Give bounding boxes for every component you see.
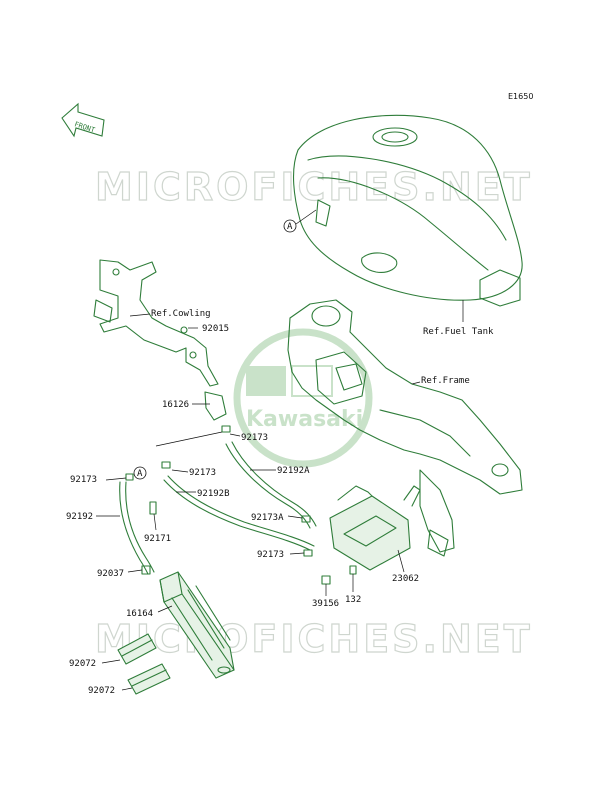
label-92173-left: 92173	[70, 475, 97, 485]
cap-39156-part	[321, 575, 331, 585]
clip-92173a-part	[301, 515, 311, 523]
label-92171: 92171	[144, 534, 171, 544]
clip-92171-part	[149, 501, 157, 515]
front-arrow-icon: FRONT	[61, 102, 105, 138]
clip-92173-low-part	[303, 549, 313, 557]
label-92173a: 92173A	[251, 513, 284, 523]
logo-text: Kawasaki	[246, 407, 363, 432]
hose-92192-part	[119, 481, 149, 575]
ref-frame: Ref.Frame	[421, 376, 470, 386]
canister-16164-part	[159, 571, 235, 679]
callout-marker-top	[283, 219, 297, 233]
label-92192b: 92192B	[197, 489, 230, 499]
callout-marker-bottom-label: A	[137, 469, 143, 479]
ref-cowling: Ref.Cowling	[151, 309, 211, 319]
clip-92173-mid-part	[161, 461, 171, 469]
label-92192a: 92192A	[277, 466, 310, 476]
cowling-bracket-part	[93, 259, 227, 421]
clip-92173-left-part	[125, 473, 134, 481]
hose-92192b-part	[163, 479, 311, 551]
leader-cowling	[129, 313, 151, 317]
valve-23062-part	[329, 485, 421, 571]
hose-92192a-part	[225, 443, 311, 529]
label-92015: 92015	[202, 324, 229, 334]
kawasaki-logo: Kawasaki	[233, 328, 373, 468]
leader-callout-a-top	[295, 209, 317, 225]
label-92072-a: 92072	[69, 659, 96, 669]
label-16126: 16126	[162, 400, 189, 410]
callout-marker-top-label: A	[287, 222, 293, 232]
label-92173-mid: 92173	[189, 468, 216, 478]
fuel-tank-part	[293, 114, 523, 307]
ref-fuel-tank: Ref.Fuel Tank	[423, 327, 494, 337]
label-39156: 39156	[312, 599, 339, 609]
label-92037: 92037	[97, 569, 124, 579]
callout-marker-bottom	[133, 466, 147, 480]
label-92192: 92192	[66, 512, 93, 522]
label-16164: 16164	[126, 609, 153, 619]
watermark-bottom: MICROFICHES.NET	[95, 617, 533, 661]
diagram-code: E1650	[508, 92, 533, 101]
label-132: 132	[345, 595, 361, 605]
frame-part	[287, 299, 523, 557]
band-92072-a-part	[117, 633, 157, 665]
label-92173-low: 92173	[257, 550, 284, 560]
watermark-top: MICROFICHES.NET	[95, 165, 533, 209]
bolt-132-part	[349, 565, 357, 575]
label-92072-b: 92072	[88, 686, 115, 696]
label-23062: 23062	[392, 574, 419, 584]
clip-92173-top-part	[221, 425, 231, 433]
label-92173-top: 92173	[241, 433, 268, 443]
leader-frame	[411, 381, 421, 385]
nut-92015-part	[180, 326, 188, 334]
band-92072-b-part	[127, 663, 171, 695]
